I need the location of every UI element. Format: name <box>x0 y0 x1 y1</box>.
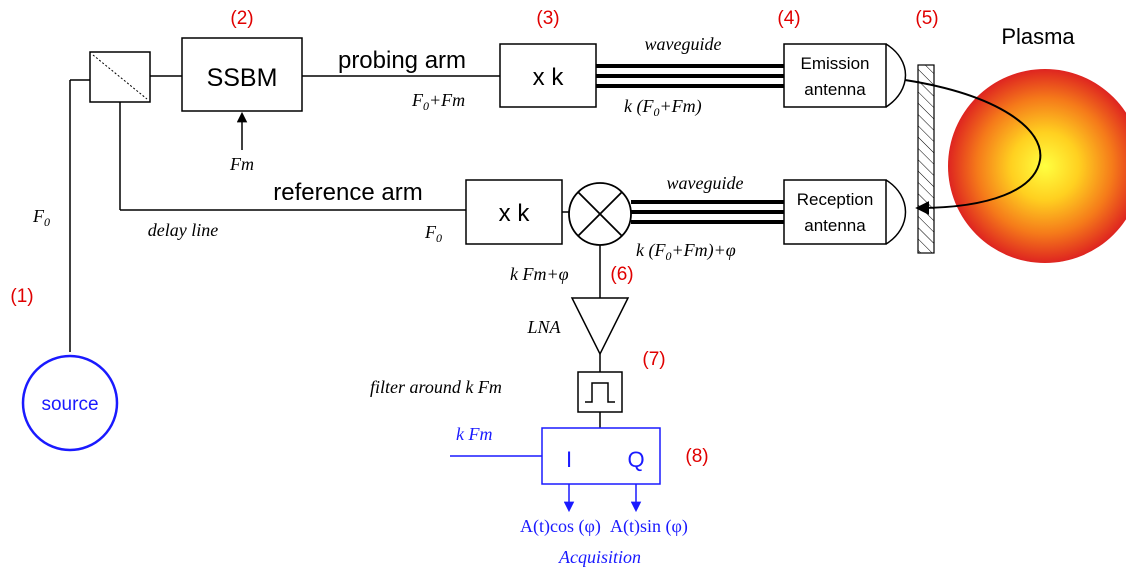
emission-horn <box>885 43 907 108</box>
emission-label-2: antenna <box>804 80 866 99</box>
ssbm-label: SSBM <box>207 64 278 92</box>
iq-box <box>541 427 661 485</box>
reception-horn <box>885 179 907 245</box>
probing-arm-label: probing arm <box>338 47 466 74</box>
label-number-1: (1) <box>10 286 33 307</box>
beam-path <box>904 79 1042 215</box>
probe-frequency-label: F0+Fm <box>411 90 465 113</box>
plasma-sphere <box>948 69 1126 263</box>
waveguide-top-label: waveguide <box>645 34 722 54</box>
label-number-7: (7) <box>642 349 665 370</box>
kfm-input-label: k Fm <box>456 424 492 444</box>
ssbm-box <box>181 37 303 112</box>
acquisition-label: Acquisition <box>558 547 641 567</box>
fm-label: Fm <box>229 154 254 174</box>
label-number-2: (2) <box>230 8 253 29</box>
reception-antenna-box <box>783 179 887 245</box>
k-reception-frequency-label: k (F0+Fm)+φ <box>636 240 736 263</box>
reception-label-1: Reception <box>797 190 874 209</box>
reference-arm-label: reference arm <box>273 179 422 206</box>
lna-triangle <box>570 297 630 356</box>
label-number-5: (5) <box>915 8 938 29</box>
splitter-box <box>89 51 151 103</box>
filter-pulse-icon <box>585 382 615 403</box>
reception-label-2: antenna <box>804 216 866 235</box>
multiplier-bottom-label: x k <box>499 200 531 227</box>
f0-left-label: F0 <box>32 206 50 229</box>
iq-label-i: I <box>566 447 572 472</box>
filter-label: filter around k Fm <box>370 377 502 397</box>
waveguide-bottom-label: waveguide <box>667 173 744 193</box>
hatched-wall <box>917 64 935 254</box>
plasma-label: Plasma <box>1001 24 1075 49</box>
lna-label: LNA <box>526 317 561 337</box>
label-number-8: (8) <box>685 446 708 467</box>
emission-antenna-box <box>783 43 887 108</box>
source-circle <box>21 354 119 452</box>
k-probe-frequency-label: k (F0+Fm) <box>624 96 702 119</box>
multiplier-top-box <box>499 43 597 108</box>
label-number-4: (4) <box>777 8 800 29</box>
output-sin-label: A(t)sin (φ) <box>610 516 688 537</box>
source-label: source <box>41 394 98 415</box>
k-fm-phi-label: k Fm+φ <box>510 264 569 284</box>
mixer-cross-2 <box>577 191 623 237</box>
label-number-6: (6) <box>610 264 633 285</box>
f0-ref-label: F0 <box>424 222 442 245</box>
label-number-3: (3) <box>536 8 559 29</box>
multiplier-top-label: x k <box>533 64 565 91</box>
delay-line-label: delay line <box>148 220 218 240</box>
emission-label-1: Emission <box>801 54 870 73</box>
iq-label-q: Q <box>627 447 644 472</box>
filter-box <box>577 371 623 413</box>
output-cos-label: A(t)cos (φ) <box>520 516 601 537</box>
